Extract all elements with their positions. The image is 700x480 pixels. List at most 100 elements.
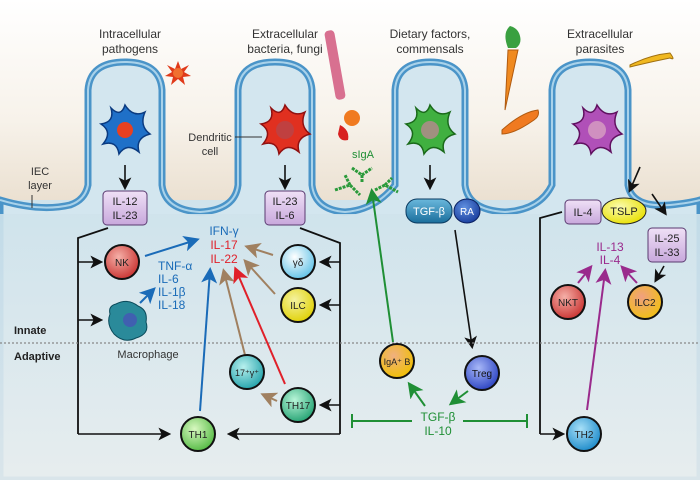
arrow-nk-ifng <box>144 235 200 257</box>
arrow-17g-il22 <box>219 268 246 356</box>
arrow-th17-il22 <box>233 266 286 385</box>
cytokine-il1b: IL-1β <box>158 285 186 299</box>
arrow <box>654 265 667 283</box>
siga-label: sIgA <box>352 149 375 161</box>
cytokine-il13: IL-13 <box>596 240 624 254</box>
ra-circle: RA <box>453 198 481 224</box>
virus-icon <box>165 61 191 85</box>
cytokine-il10: IL-10 <box>424 424 452 438</box>
epithelium-inner-line <box>0 60 700 214</box>
connector-line <box>539 211 563 434</box>
svg-text:ILC2: ILC2 <box>634 298 656 309</box>
arrow-th2-il4 <box>586 268 612 411</box>
il23-il6-box: IL-23 IL-6 <box>264 190 306 226</box>
cytokine-il4: IL-4 <box>600 253 621 267</box>
site-label: Extracellular <box>252 27 318 41</box>
svg-text:TGF-β: TGF-β <box>413 206 445 218</box>
macrophage-cell <box>108 300 148 341</box>
cytokine-tgfb: TGF-β <box>421 410 456 424</box>
macrophage-label: Macrophage <box>117 349 178 361</box>
arrow-treg-tgfb <box>448 389 469 406</box>
tgfb-box: TGF-β <box>405 198 453 224</box>
svg-text:RA: RA <box>460 207 474 218</box>
cytokine-il18: IL-18 <box>158 298 186 312</box>
ilc-cell: ILC <box>280 287 316 323</box>
svg-text:TH17: TH17 <box>286 401 311 412</box>
svg-text:IL-4: IL-4 <box>574 207 593 219</box>
arrow-tgfb-igab <box>407 381 426 407</box>
dendritic-cell-green <box>403 103 457 157</box>
svg-text:IL-12: IL-12 <box>112 196 137 208</box>
site-label: Extracellular <box>567 27 633 41</box>
svg-text:TH2: TH2 <box>575 430 594 441</box>
dendritic-cell-label: cell <box>202 146 219 158</box>
dendritic-cell-purple <box>570 103 624 157</box>
cytokine-tnfa: TNF-α <box>158 259 192 273</box>
carrot-icon <box>501 26 539 135</box>
svg-text:IL-23: IL-23 <box>112 210 137 222</box>
gamma-delta-t-cell: γδ <box>280 244 316 280</box>
svg-text:NK: NK <box>115 258 129 269</box>
svg-text:IgA⁺ B: IgA⁺ B <box>384 357 411 367</box>
il17-ifng-t-cell: 17⁺γ⁺ <box>229 354 265 390</box>
dendritic-cell-blue <box>98 103 152 157</box>
arrow-th17-17g <box>260 392 279 408</box>
tslp-ellipse: TSLP <box>601 197 647 225</box>
arrow-ilc-il22 <box>243 259 276 295</box>
ilc2-cell: ILC2 <box>627 284 663 320</box>
il4-box: IL-4 <box>564 199 602 225</box>
site-label: parasites <box>576 42 625 56</box>
cytokine-il6: IL-6 <box>158 272 179 286</box>
arrow <box>651 193 667 216</box>
svg-text:Treg: Treg <box>472 369 492 380</box>
nk-cell: NK <box>104 244 140 280</box>
siga-antibody-icon <box>334 166 399 197</box>
arrow <box>454 229 477 350</box>
svg-text:IL-23: IL-23 <box>272 196 297 208</box>
dendritic-cell-red <box>258 103 312 157</box>
innate-label: Innate <box>14 325 46 337</box>
parasite-icon <box>629 52 674 68</box>
arrow <box>627 166 641 193</box>
svg-text:γδ: γδ <box>293 258 304 269</box>
svg-text:17⁺γ⁺: 17⁺γ⁺ <box>235 368 259 378</box>
bacteria-icon <box>324 30 360 141</box>
svg-text:TSLP: TSLP <box>610 206 638 218</box>
site-label: Intracellular <box>99 27 161 41</box>
iec-label: layer <box>28 180 52 192</box>
svg-text:IL-33: IL-33 <box>654 247 679 259</box>
site-label: commensals <box>396 42 463 56</box>
connector-line <box>299 227 341 434</box>
arrow-nkt-il4 <box>576 264 593 284</box>
nkt-cell: NKT <box>550 284 586 320</box>
cytokine-ifng: IFN-γ <box>209 224 238 238</box>
th17-cell: TH17 <box>280 387 316 423</box>
arrow-macrophage-cytokines <box>138 287 156 305</box>
inhibition-bar <box>351 414 528 428</box>
arrow-th1-ifng <box>199 267 218 412</box>
th1-cell: TH1 <box>180 416 216 452</box>
site-label: Dietary factors, <box>390 27 471 41</box>
arrow-igab-siga <box>365 188 394 343</box>
svg-text:IL-6: IL-6 <box>276 210 295 222</box>
site-label: pathogens <box>102 42 158 56</box>
svg-text:ILC: ILC <box>290 301 306 312</box>
dendritic-cell-label: Dendritic <box>188 132 232 144</box>
iec-label: IEC <box>31 166 49 178</box>
arrow-ilc2-il4 <box>620 265 638 284</box>
cytokine-il17: IL-17 <box>210 238 238 252</box>
th2-cell: TH2 <box>566 416 602 452</box>
arrow-gd-il17 <box>244 243 274 259</box>
svg-text:NKT: NKT <box>558 298 578 309</box>
svg-text:TH1: TH1 <box>189 430 208 441</box>
iga-b-cell: IgA⁺ B <box>379 343 415 379</box>
site-label: bacteria, fungi <box>247 42 322 56</box>
adaptive-label: Adaptive <box>14 351 60 363</box>
connector-line <box>77 227 109 434</box>
il25-il33-box: IL-25 IL-33 <box>647 227 687 263</box>
il12-il23-box: IL-12 IL-23 <box>102 190 148 226</box>
treg-cell: Treg <box>464 355 500 391</box>
cytokine-il22: IL-22 <box>210 252 238 266</box>
